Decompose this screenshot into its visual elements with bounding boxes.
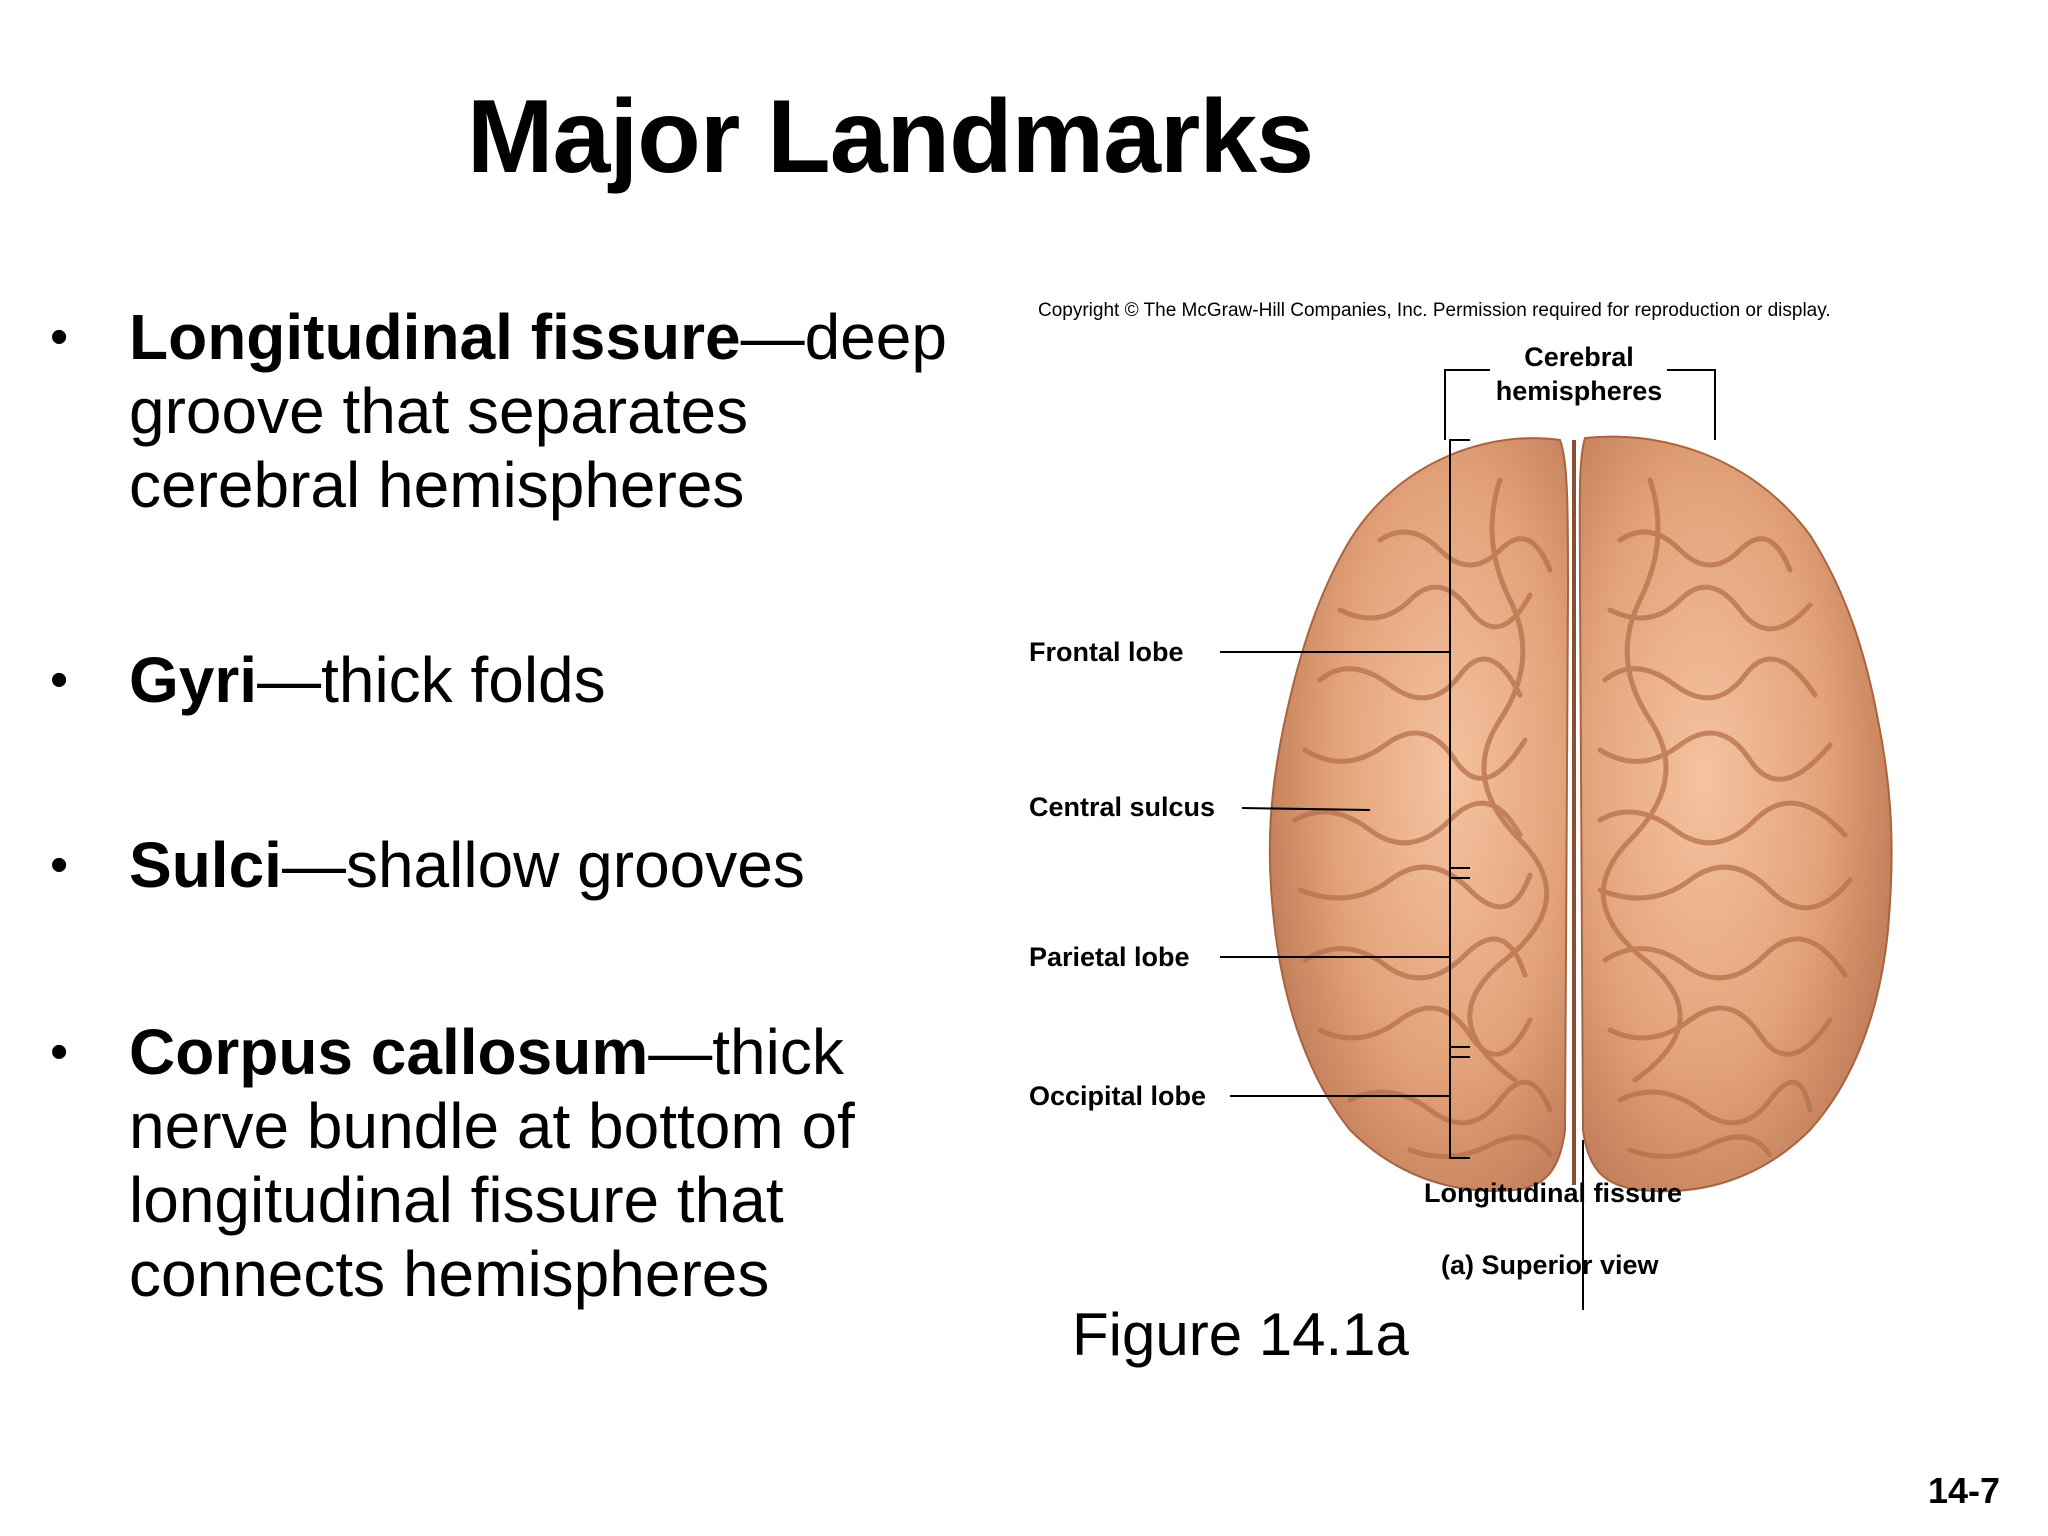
label-cerebral-hemispheres: Cerebral hemispheres bbox=[1495, 342, 1663, 406]
bullet-desc: longitudinal fissure that bbox=[129, 1164, 784, 1236]
label-central-sulcus: Central sulcus bbox=[1029, 792, 1216, 822]
bullet-desc: connects hemispheres bbox=[129, 1238, 770, 1310]
bullet-desc: —deep bbox=[740, 301, 947, 373]
bullet-desc: groove that separates bbox=[129, 375, 749, 447]
copyright-notice: Copyright © The McGraw-Hill Companies, I… bbox=[1038, 300, 1831, 321]
bullet-dot: • bbox=[50, 836, 69, 894]
cerebral-hemispheres-bracket bbox=[1444, 369, 1716, 440]
label-frontal-lobe: Frontal lobe bbox=[1029, 637, 1184, 667]
bullet-desc: nerve bundle at bottom of bbox=[129, 1090, 855, 1162]
figure-caption: Figure 14.1a bbox=[1072, 1301, 1409, 1368]
bullet-dot: • bbox=[50, 308, 69, 366]
label-superior-view: (a) Superior view bbox=[1441, 1250, 1659, 1280]
bullet-desc: —shallow grooves bbox=[281, 829, 805, 901]
gyri-pattern bbox=[1292, 477, 1853, 1159]
figure-brain-superior-view: Copyright © The McGraw-Hill Companies, I… bbox=[1020, 290, 2030, 1410]
label-occipital-lobe: Occipital lobe bbox=[1029, 1081, 1207, 1111]
right-hemisphere bbox=[1578, 435, 1893, 1193]
bullet-desc: cerebral hemispheres bbox=[129, 449, 745, 521]
bullet-term: Gyri bbox=[129, 644, 258, 716]
slide-title: Major Landmarks bbox=[466, 79, 1314, 195]
label-longitudinal-fissure: Longitudinal fissure bbox=[1424, 1178, 1683, 1208]
brain-illustration bbox=[1220, 369, 1893, 1310]
bullet-dot: • bbox=[50, 1023, 69, 1081]
leader-lines bbox=[1220, 651, 1584, 1310]
bullet-term: Sulci bbox=[129, 829, 282, 901]
label-parietal-lobe: Parietal lobe bbox=[1029, 942, 1190, 972]
bullet-desc: —thick folds bbox=[257, 644, 606, 716]
slide-number: 14-7 bbox=[1927, 1470, 2000, 1511]
bullet-term: Corpus callosum bbox=[129, 1016, 649, 1088]
bullet-term: Longitudinal fissure bbox=[129, 301, 741, 373]
bullet-desc: —thick bbox=[648, 1016, 844, 1088]
lobe-brackets bbox=[1449, 439, 1470, 1159]
bullet-dot: • bbox=[50, 651, 69, 709]
